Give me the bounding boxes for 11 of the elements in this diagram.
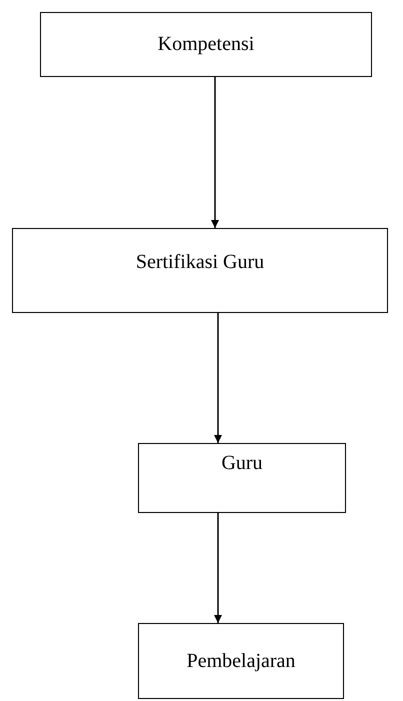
box-label: Kompetensi [158, 33, 254, 56]
process-box [138, 443, 346, 513]
process-box [12, 228, 388, 313]
box-label: Guru [221, 452, 263, 475]
arrow [214, 313, 222, 443]
process-box [138, 623, 344, 699]
box-label: Pembelajaran [186, 650, 296, 673]
process-box [40, 12, 372, 77]
arrow [211, 77, 219, 228]
arrow [214, 513, 222, 623]
box-label: Sertifikasi Guru [136, 251, 264, 274]
